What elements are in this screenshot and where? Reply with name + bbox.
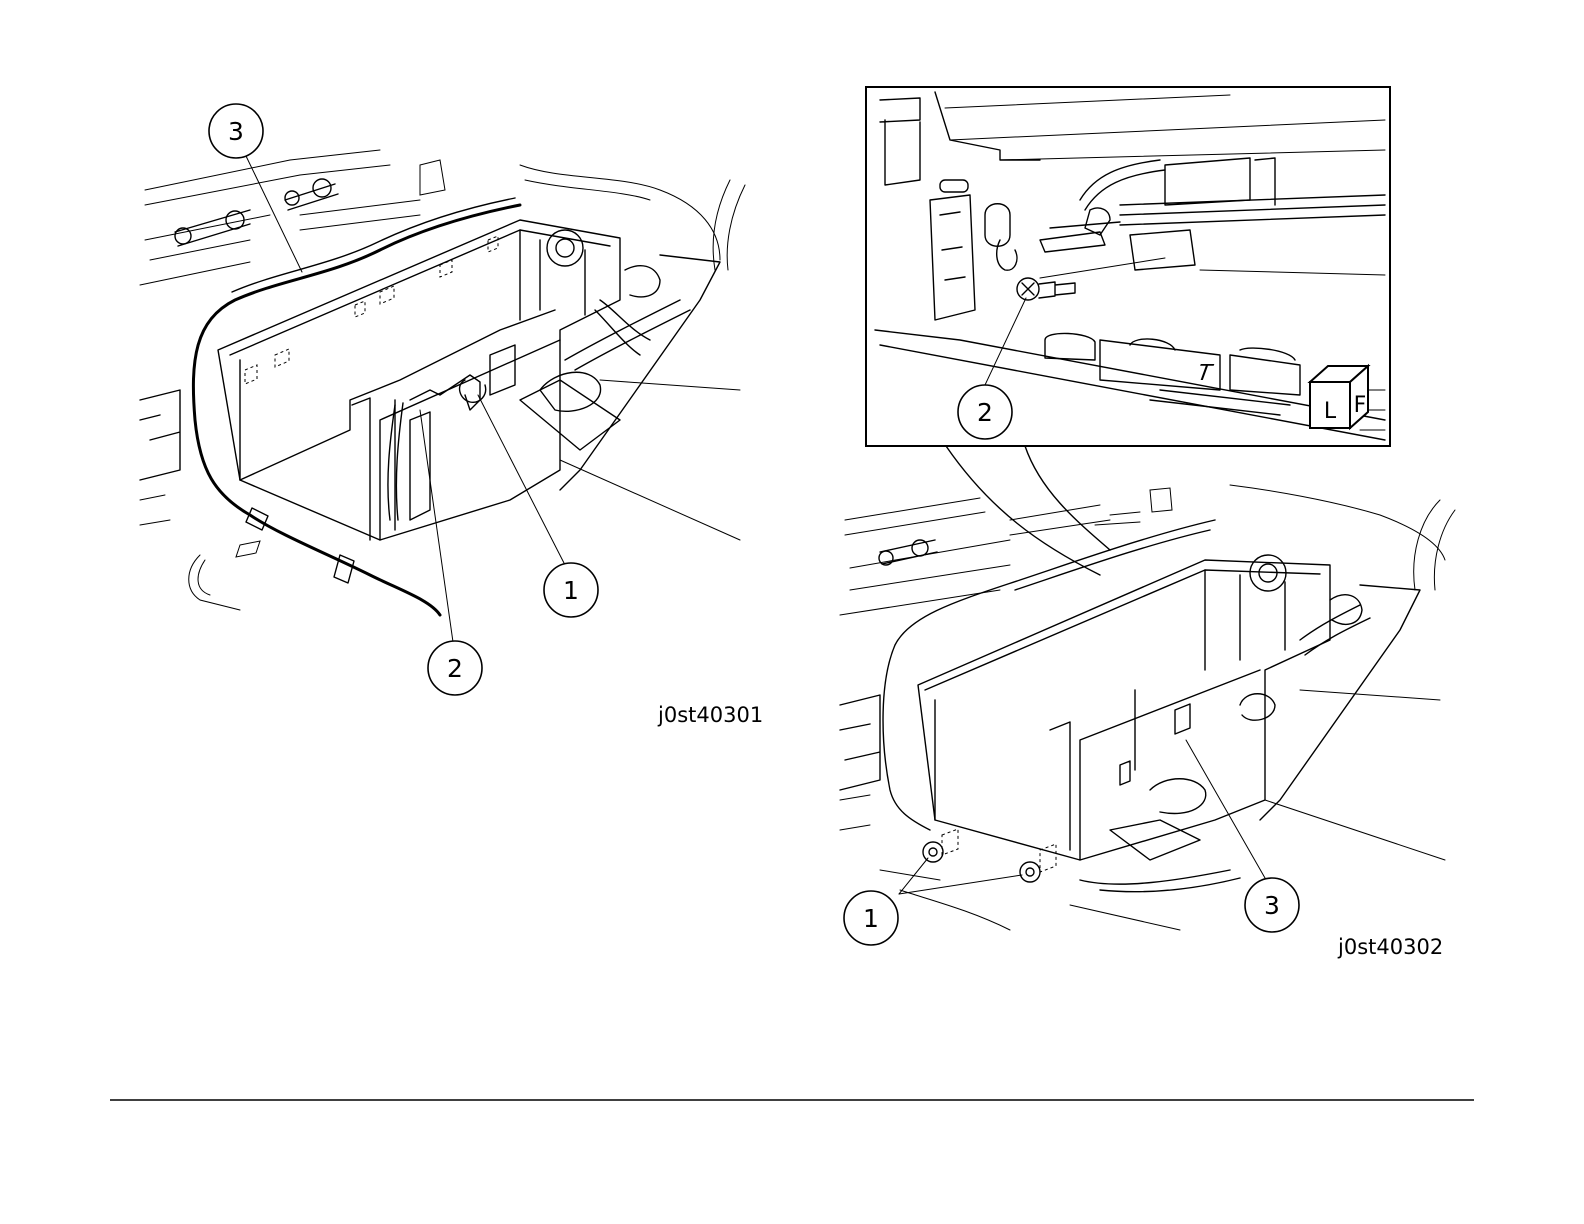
callout-label: 2 bbox=[977, 398, 993, 427]
callout-left-2: 2 bbox=[428, 641, 482, 695]
callout-left-3: 3 bbox=[209, 104, 263, 158]
figure-id-left: j0st40301 bbox=[657, 703, 763, 727]
figure-right-illustration bbox=[840, 485, 1455, 930]
orientation-front-label: F bbox=[1354, 393, 1367, 418]
callout-left-1: 1 bbox=[544, 563, 598, 617]
detail-funnel-left bbox=[946, 446, 1100, 575]
orientation-left-label: L bbox=[1324, 399, 1337, 424]
figure-left-illustration bbox=[140, 150, 745, 615]
callout-label: 3 bbox=[228, 117, 244, 146]
callout-label: 1 bbox=[563, 576, 579, 605]
callout-right-1: 1 bbox=[844, 891, 898, 945]
figure-left-leaders bbox=[246, 156, 564, 642]
callout-right-3: 3 bbox=[1245, 878, 1299, 932]
figure-id-right: j0st40302 bbox=[1337, 935, 1443, 959]
callout-label: 3 bbox=[1264, 891, 1280, 920]
callout-label: 2 bbox=[447, 654, 463, 683]
callout-label: 1 bbox=[863, 904, 879, 933]
callout-right-2: 2 bbox=[958, 385, 1012, 439]
detail-funnel-right bbox=[1025, 446, 1110, 550]
